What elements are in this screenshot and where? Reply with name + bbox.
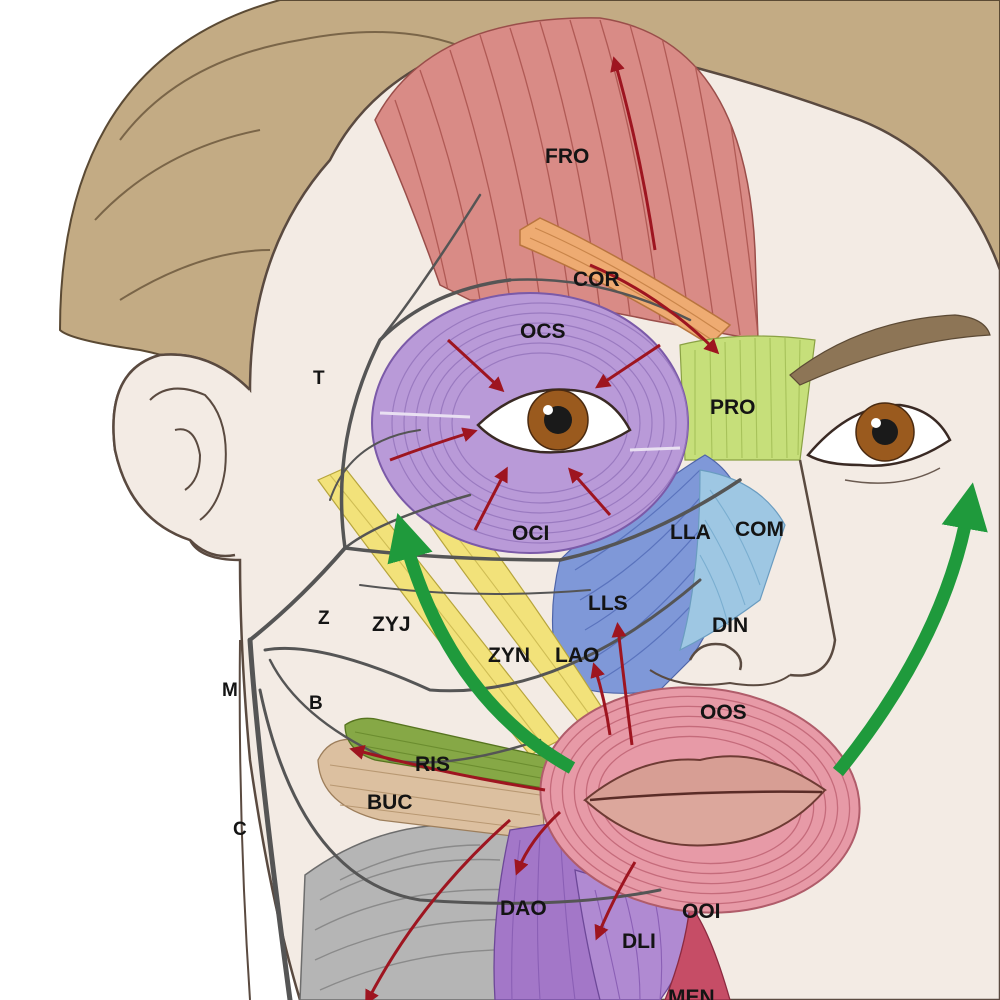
label-dli: DLI	[622, 930, 656, 953]
lips	[583, 755, 828, 847]
label-lao: LAO	[555, 644, 599, 667]
label-c: C	[233, 819, 247, 840]
muscle-action-arrows	[349, 56, 720, 1000]
mentalis-muscle	[664, 903, 731, 1000]
left-eye	[806, 402, 952, 484]
label-men: MEN	[668, 986, 715, 1000]
ear	[112, 353, 251, 558]
procerus-muscle	[679, 335, 816, 461]
label-zyn: ZYN	[488, 644, 530, 667]
muscle-labels: FRO COR OCS PRO OCI LLA COM LLS ZYJ ZYN …	[367, 145, 784, 1000]
compressor-nasi-muscle	[679, 469, 786, 652]
label-cor: COR	[573, 268, 620, 291]
label-ris: RIS	[415, 753, 450, 776]
label-buc: BUC	[367, 791, 413, 814]
nose	[649, 459, 837, 687]
label-ooi: OOI	[682, 900, 721, 923]
label-pro: PRO	[710, 396, 756, 419]
label-oci: OCI	[512, 522, 549, 545]
nerve-labels: T Z B M C	[222, 368, 330, 840]
label-lla: LLA	[670, 521, 711, 544]
label-z: Z	[318, 608, 330, 629]
label-com: COM	[735, 518, 784, 541]
label-dao: DAO	[500, 897, 547, 920]
smile-vector-arrows	[387, 482, 988, 777]
right-eye	[476, 388, 632, 454]
label-fro: FRO	[545, 145, 589, 168]
label-m: M	[222, 680, 238, 701]
label-b: B	[309, 693, 323, 714]
label-zyj: ZYJ	[372, 613, 411, 636]
label-ocs: OCS	[520, 320, 566, 343]
label-oos: OOS	[700, 701, 747, 724]
label-lls: LLS	[588, 592, 628, 615]
left-eyebrow	[789, 314, 991, 386]
label-t: T	[313, 368, 325, 389]
label-din: DIN	[712, 614, 748, 637]
